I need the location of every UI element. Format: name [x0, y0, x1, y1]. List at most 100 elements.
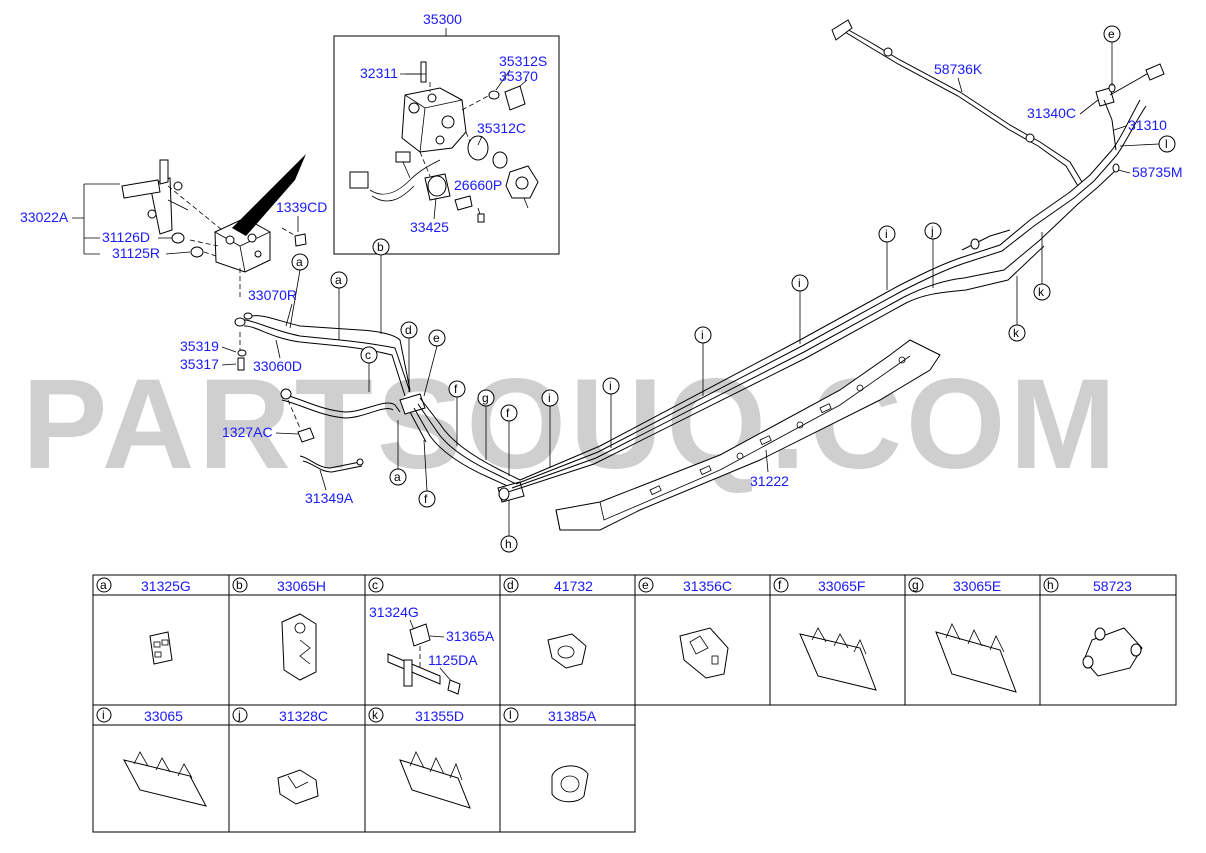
callout-1327AC[interactable]: 1327AC — [222, 424, 273, 440]
table-cell-l[interactable]: l 31385A — [503, 707, 597, 724]
part-sketch-41732 — [547, 633, 587, 669]
svg-text:l: l — [509, 708, 512, 722]
table-cell-b[interactable]: b 33065H — [232, 577, 326, 594]
callout-33060D[interactable]: 33060D — [253, 358, 302, 374]
leader-1327AC — [275, 432, 299, 435]
callout-31310[interactable]: 31310 — [1128, 117, 1167, 133]
leader-31310 — [1113, 125, 1127, 131]
hecu-bracket-drawing — [121, 154, 307, 300]
table-cell-a[interactable]: a 31325G — [96, 577, 191, 594]
letter-callouts: a a a b c d e f f f g — [289, 25, 1176, 553]
table-part-31324G[interactable]: 31324G — [369, 604, 419, 620]
svg-text:f: f — [506, 406, 510, 420]
callout-31125R[interactable]: 31125R — [112, 245, 160, 261]
table-part-33065[interactable]: 33065 — [144, 708, 183, 724]
callout-31349A[interactable]: 31349A — [305, 490, 354, 506]
table-cell-i[interactable]: i 33065 — [96, 707, 183, 724]
table-part-31328C[interactable]: 31328C — [279, 708, 328, 724]
leader-35312C — [477, 135, 483, 146]
part-sketch-31356C — [679, 627, 729, 679]
svg-text:a: a — [394, 470, 401, 484]
svg-text:c: c — [365, 348, 371, 362]
svg-text:h: h — [505, 537, 512, 551]
svg-text:a: a — [100, 578, 107, 592]
callout-58735M[interactable]: 58735M — [1132, 164, 1183, 180]
leader-31340C — [1079, 99, 1099, 115]
leader-35312S — [495, 69, 511, 91]
watermark-text: PARTSOUQ.COM — [22, 353, 1120, 496]
table-part-31385A[interactable]: 31385A — [548, 708, 597, 724]
callout-33070R[interactable]: 33070R — [248, 287, 297, 303]
callout-35317[interactable]: 35317 — [180, 356, 219, 372]
callout-26660P[interactable]: 26660P — [454, 177, 502, 193]
table-cell-k[interactable]: k 31355D — [368, 707, 464, 724]
table-cell-d[interactable]: d 41732 — [503, 577, 593, 594]
svg-text:e: e — [642, 578, 649, 592]
table-cell-c[interactable]: c — [368, 577, 384, 593]
svg-text:j: j — [237, 708, 241, 722]
table-row-2 — [92, 704, 636, 833]
part-sketch-33065 — [123, 751, 207, 807]
callout-35312C[interactable]: 35312C — [477, 120, 526, 136]
table-part-33065E[interactable]: 33065E — [953, 578, 1001, 594]
part-sketch-31324G — [387, 623, 461, 695]
svg-text:f: f — [778, 578, 782, 592]
table-part-1125DA[interactable]: 1125DA — [428, 652, 478, 668]
table-cell-g[interactable]: g 33065E — [908, 577, 1001, 594]
table-part-31365A[interactable]: 31365A — [446, 628, 495, 644]
part-sketch-31328C — [277, 769, 319, 805]
svg-text:l: l — [1165, 137, 1168, 151]
callout-35300[interactable]: 35300 — [423, 11, 462, 27]
part-sketch-33065F — [799, 627, 877, 691]
table-part-31325G[interactable]: 31325G — [141, 578, 191, 594]
table-cell-j[interactable]: j 31328C — [232, 707, 328, 724]
svg-text:h: h — [1047, 578, 1054, 592]
svg-text:j: j — [930, 224, 934, 238]
table-part-58723[interactable]: 58723 — [1093, 578, 1132, 594]
table-cell-f[interactable]: f 33065F — [773, 577, 865, 594]
callout-31222[interactable]: 31222 — [750, 473, 789, 489]
svg-text:g: g — [482, 391, 489, 405]
table-part-31356C[interactable]: 31356C — [683, 578, 732, 594]
table-row-1 — [92, 574, 1177, 706]
table-part-33065H[interactable]: 33065H — [277, 578, 326, 594]
leader-31349A — [319, 469, 327, 491]
callout-32311[interactable]: 32311 — [360, 65, 398, 81]
callout-33022A[interactable]: 33022A — [20, 209, 69, 225]
callout-31340C[interactable]: 31340C — [1027, 105, 1076, 121]
part-sketch-58723 — [1082, 627, 1143, 677]
leader-33022A — [72, 183, 120, 255]
callout-35319[interactable]: 35319 — [180, 338, 219, 354]
table-part-33065F[interactable]: 33065F — [818, 578, 865, 594]
table-part-31355D[interactable]: 31355D — [415, 708, 464, 724]
svg-text:k: k — [1038, 285, 1045, 299]
callout-33425[interactable]: 33425 — [410, 219, 449, 235]
leader-31222 — [765, 449, 769, 473]
callout-1339CD[interactable]: 1339CD — [276, 199, 327, 215]
callout-35312S[interactable]: 35312S — [499, 53, 547, 69]
svg-text:a: a — [335, 273, 342, 287]
svg-text:i: i — [548, 391, 551, 405]
part-sketch-31355D — [399, 751, 471, 809]
callout-31126D[interactable]: 31126D — [102, 229, 150, 245]
main-brake-lines — [507, 19, 1165, 493]
svg-text:e: e — [433, 331, 440, 345]
svg-text:i: i — [885, 227, 888, 241]
part-sketch-33065H — [281, 613, 317, 681]
table-part-41732[interactable]: 41732 — [554, 578, 593, 594]
part-sketch-31325G — [149, 631, 173, 665]
front-brake-lines — [234, 312, 525, 503]
svg-text:g: g — [912, 578, 919, 592]
svg-text:i: i — [798, 276, 801, 290]
svg-text:f: f — [454, 382, 458, 396]
svg-text:e: e — [1108, 27, 1115, 41]
callout-58736K[interactable]: 58736K — [934, 61, 983, 77]
leader-35317 — [221, 363, 237, 366]
table-cell-e[interactable]: e 31356C — [638, 577, 732, 594]
leader-31125R — [165, 251, 191, 255]
svg-text:i: i — [701, 328, 704, 342]
svg-text:k: k — [1013, 326, 1020, 340]
callout-35370[interactable]: 35370 — [499, 68, 538, 84]
table-cell-h[interactable]: h 58723 — [1043, 577, 1132, 594]
